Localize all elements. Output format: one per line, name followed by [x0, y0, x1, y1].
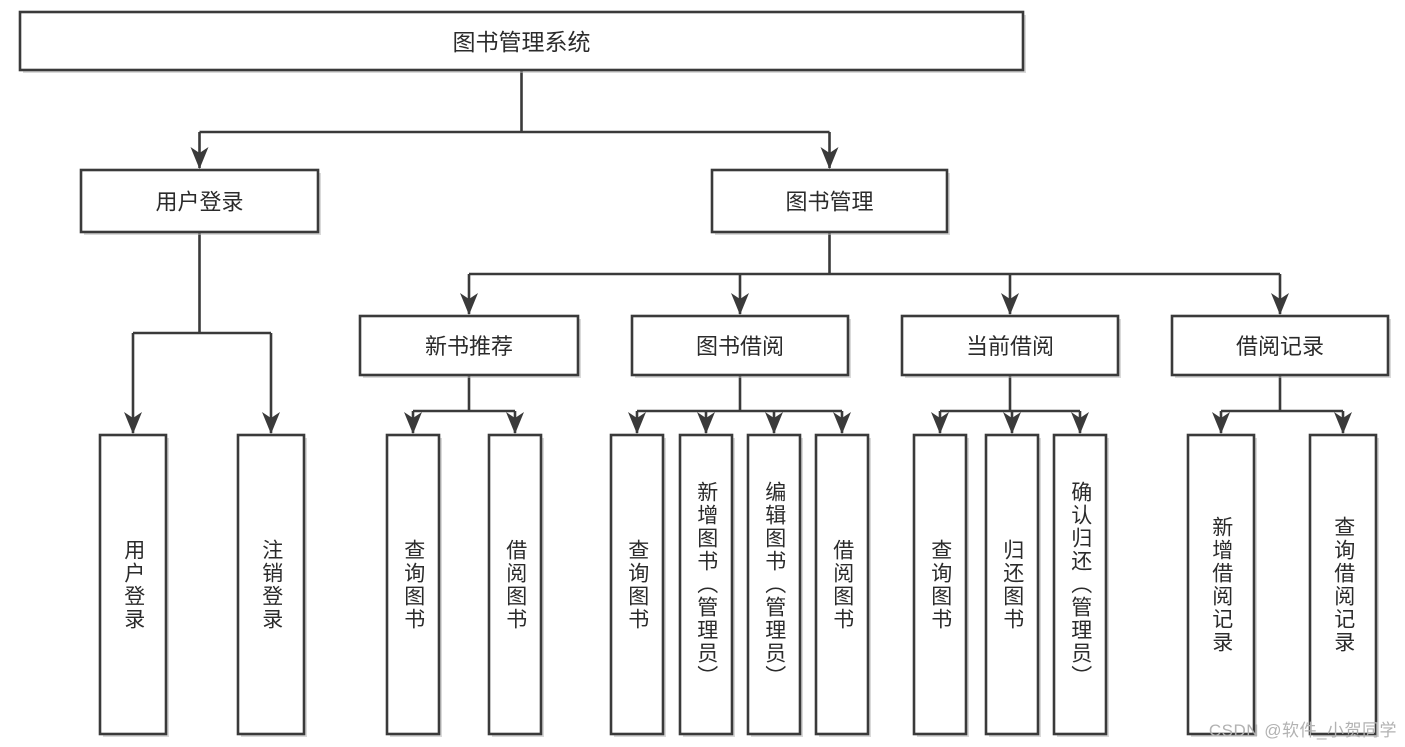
- arrow-head: [731, 293, 749, 315]
- arrow-head: [1001, 293, 1019, 315]
- node-new-book-rec[interactable]: [358, 314, 581, 378]
- arrow-head: [1212, 412, 1230, 434]
- node-border: [487, 433, 543, 736]
- node-border: [912, 433, 968, 736]
- arrow-head: [1271, 293, 1289, 315]
- node-border: [746, 433, 802, 736]
- node-leaf-user-login[interactable]: [98, 433, 169, 737]
- node-leaf-borrow-book-2[interactable]: [814, 433, 871, 737]
- arrow-head: [1003, 412, 1021, 434]
- arrow-head: [190, 147, 209, 169]
- node-border: [385, 433, 441, 736]
- node-border: [1186, 433, 1256, 736]
- node-border: [814, 433, 870, 736]
- node-border: [630, 314, 850, 377]
- node-label-user-login: 用户登录: [155, 190, 243, 215]
- node-leaf-add-record[interactable]: [1186, 433, 1257, 737]
- arrow-head: [1071, 412, 1089, 434]
- node-border: [98, 433, 168, 736]
- arrow-head: [460, 293, 478, 315]
- node-root[interactable]: [18, 10, 1026, 73]
- arrow-head: [833, 412, 851, 434]
- node-label-current-borrow: 当前借阅: [966, 334, 1054, 359]
- edges-layer: [124, 70, 1352, 434]
- node-label-book-borrow: 图书借阅: [696, 334, 784, 359]
- node-label-book-manage: 图书管理: [785, 190, 873, 215]
- arrow-head: [628, 412, 646, 434]
- arrow-head: [404, 412, 422, 434]
- arrow-head: [506, 412, 524, 434]
- node-user-login[interactable]: [79, 168, 321, 235]
- arrow-head: [1334, 412, 1352, 434]
- node-leaf-query-book-3[interactable]: [912, 433, 969, 737]
- arrow-head: [765, 412, 783, 434]
- node-border: [900, 314, 1120, 377]
- arrow-head: [697, 412, 715, 434]
- node-border: [678, 433, 734, 736]
- node-current-borrow[interactable]: [900, 314, 1121, 378]
- node-leaf-confirm-return[interactable]: [1052, 433, 1109, 737]
- node-border: [358, 314, 580, 377]
- node-border: [984, 433, 1040, 736]
- node-border: [1308, 433, 1378, 736]
- node-borrow-record[interactable]: [1170, 314, 1391, 378]
- node-border: [1170, 314, 1390, 377]
- node-label-root: 图书管理系统: [453, 29, 591, 55]
- node-leaf-return-book[interactable]: [984, 433, 1041, 737]
- node-leaf-query-book-2[interactable]: [609, 433, 666, 737]
- node-leaf-query-book-1[interactable]: [385, 433, 442, 737]
- arrow-head: [820, 147, 839, 169]
- node-label-new-book-rec: 新书推荐: [425, 334, 513, 359]
- node-border: [609, 433, 665, 736]
- node-border: [1052, 433, 1108, 736]
- node-border: [710, 168, 949, 234]
- node-book-manage[interactable]: [710, 168, 950, 235]
- node-border: [79, 168, 320, 234]
- node-leaf-edit-book[interactable]: [746, 433, 803, 737]
- node-label-borrow-record: 借阅记录: [1236, 334, 1324, 359]
- node-border: [18, 10, 1025, 72]
- node-leaf-add-book[interactable]: [678, 433, 735, 737]
- arrow-head: [931, 412, 949, 434]
- node-leaf-borrow-book-1[interactable]: [487, 433, 544, 737]
- node-leaf-query-record[interactable]: [1308, 433, 1379, 737]
- node-book-borrow[interactable]: [630, 314, 851, 378]
- node-border: [236, 433, 306, 736]
- node-leaf-user-logout[interactable]: [236, 433, 307, 737]
- arrow-head: [262, 412, 280, 434]
- arrow-head: [124, 412, 142, 434]
